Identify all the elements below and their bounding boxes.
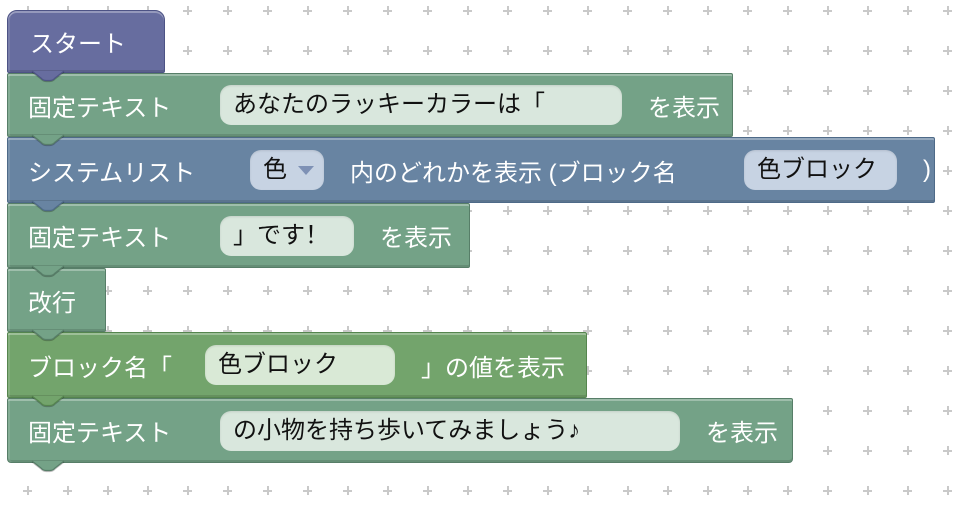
display-suffix-label: を表示 xyxy=(706,420,778,447)
block-value-of-named-block[interactable]: ブロック名「 色ブロック 」の値を表示 xyxy=(7,332,587,407)
connector-tab xyxy=(31,265,65,277)
chevron-down-icon xyxy=(298,165,314,175)
text-input[interactable]: あなたのラッキーカラーは「 xyxy=(220,85,622,125)
color-dropdown[interactable]: 色 xyxy=(250,150,324,190)
close-paren-label: ) xyxy=(923,156,931,183)
block-type-label: 固定テキスト xyxy=(28,94,172,122)
text-input[interactable]: の小物を持ち歩いてみましょう♪ xyxy=(220,410,680,451)
block-start-label: スタート xyxy=(30,31,126,58)
connector-tab xyxy=(31,329,65,341)
connector-tab xyxy=(31,395,65,407)
value-suffix-label: 」の値を表示 xyxy=(421,354,565,382)
block-type-label: 改行 xyxy=(28,289,76,317)
block-type-label: 固定テキスト xyxy=(28,420,172,447)
block-newline[interactable]: 改行 xyxy=(7,268,106,341)
block-fixed-text-2[interactable]: 固定テキスト 」です！ を表示 xyxy=(7,203,470,277)
block-fixed-text-1[interactable]: 固定テキスト あなたのラッキーカラーは「 を表示 xyxy=(7,73,733,146)
block-prefix-label: ブロック名「 xyxy=(28,354,172,382)
block-system-list[interactable]: システムリスト 色 内のどれかを表示 (ブロック名 色ブロック ) xyxy=(7,137,935,212)
connector-tab xyxy=(31,200,65,212)
connector-tab xyxy=(31,70,65,82)
display-suffix-label: を表示 xyxy=(380,225,452,252)
block-name-input[interactable]: 色ブロック xyxy=(744,150,897,190)
block-type-label: 固定テキスト xyxy=(28,225,172,252)
block-start[interactable]: スタート xyxy=(7,10,165,82)
text-input[interactable]: 」です！ xyxy=(220,215,354,256)
middle-label: 内のどれかを表示 (ブロック名 xyxy=(350,159,677,187)
block-name-input[interactable]: 色ブロック xyxy=(205,345,395,385)
block-fixed-text-3[interactable]: 固定テキスト の小物を持ち歩いてみましょう♪ を表示 xyxy=(7,398,793,472)
display-suffix-label: を表示 xyxy=(648,94,720,122)
block-type-label: システムリスト xyxy=(28,159,196,187)
connector-tab xyxy=(31,460,65,472)
connector-tab xyxy=(31,134,65,146)
dropdown-value: 色 xyxy=(263,156,287,183)
